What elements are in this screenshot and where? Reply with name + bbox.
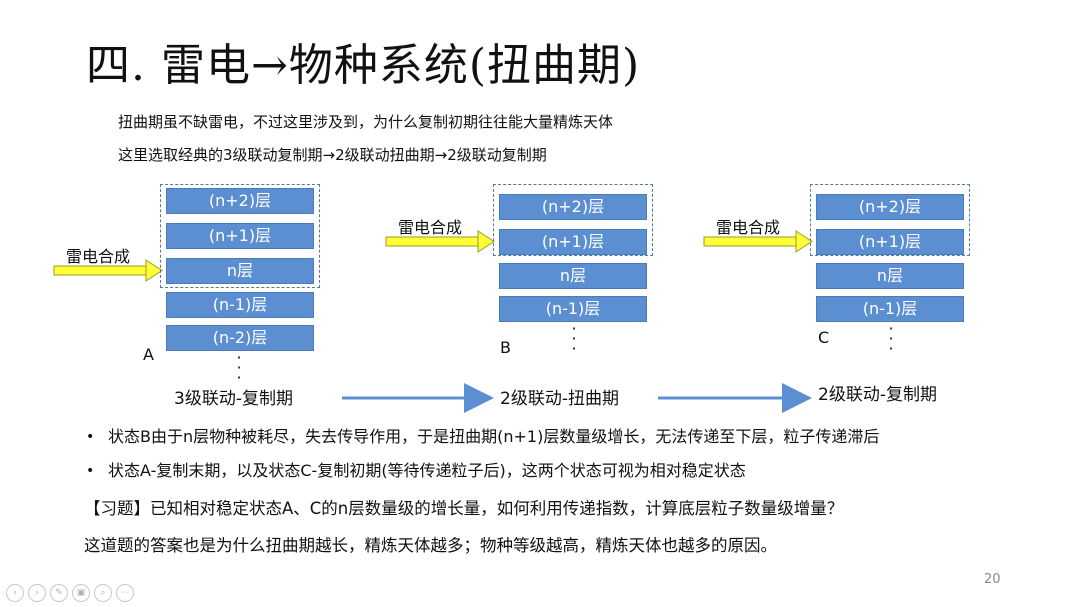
synth-label-b: 雷电合成	[398, 218, 463, 237]
dashed-group-c	[810, 184, 970, 256]
ellipsis-a: · · ·	[234, 348, 244, 387]
diagram-b-letter: B	[500, 338, 511, 357]
zoom-icon[interactable]: ⌕	[94, 584, 112, 602]
ellipsis-c: · · ·	[886, 319, 896, 358]
ellipsis-dot: ·	[571, 339, 577, 358]
diagram-c-letter: C	[818, 328, 830, 347]
ellipsis-b: · · ·	[569, 319, 579, 358]
ellipsis-dot: ·	[236, 368, 242, 387]
ellipsis-dot: ·	[571, 329, 577, 348]
page-title: 四. 雷电→物种系统(扭曲期)	[86, 40, 641, 91]
layer-a-n-minus-1: (n-1)层	[166, 292, 314, 318]
layer-b-n-plus-2: (n+2)层	[499, 194, 647, 220]
layer-a-n: n层	[166, 258, 314, 284]
ellipsis-dot: ·	[236, 348, 242, 367]
synth-arrow-c	[703, 230, 813, 253]
layer-a-n-plus-1: (n+1)层	[166, 223, 314, 249]
slides-icon[interactable]: ▣	[72, 584, 90, 602]
prev-icon[interactable]: ‹	[6, 584, 24, 602]
slide-toolbar: ‹ › ✎ ▣ ⌕ ⋯	[6, 584, 134, 602]
dashed-group-b	[493, 184, 653, 256]
more-icon[interactable]: ⋯	[116, 584, 134, 602]
layer-c-n-minus-1: (n-1)层	[816, 296, 964, 322]
layer-b-n-minus-1: (n-1)层	[499, 296, 647, 322]
bullet-text-1: 状态B由于n层物种被耗尽，失去传导作用，于是扭曲期(n+1)层数量级增长，无法传…	[108, 427, 880, 446]
layer-b-n: n层	[499, 263, 647, 289]
synth-label-c: 雷电合成	[716, 218, 781, 237]
phase-label-a: 3级联动-复制期	[174, 389, 293, 409]
phase-label-b: 2级联动-扭曲期	[500, 389, 619, 409]
phase-label-c: 2级联动-复制期	[818, 385, 937, 405]
ellipsis-dot: ·	[571, 319, 577, 338]
synth-arrow-a	[53, 259, 163, 282]
dashed-group-a	[160, 184, 320, 288]
synth-arrow-b	[385, 230, 495, 253]
layer-c-n-plus-1: (n+1)层	[816, 229, 964, 255]
bullet-marker: •	[86, 463, 95, 479]
page-number: 20	[984, 572, 1001, 587]
layer-a-n-plus-2: (n+2)层	[166, 188, 314, 214]
layer-c-n: n层	[816, 263, 964, 289]
synth-label-a: 雷电合成	[66, 247, 131, 266]
pen-icon[interactable]: ✎	[50, 584, 68, 602]
ellipsis-dot: ·	[236, 358, 242, 377]
intro-line-2: 这里选取经典的3级联动复制期→2级联动扭曲期→2级联动复制期	[118, 146, 547, 164]
next-icon[interactable]: ›	[28, 584, 46, 602]
layer-b-n-plus-1: (n+1)层	[499, 229, 647, 255]
bullet-text-2: 状态A-复制末期，以及状态C-复制初期(等待传递粒子后)，这两个状态可视为相对稳…	[108, 461, 746, 480]
ellipsis-dot: ·	[888, 339, 894, 358]
ellipsis-dot: ·	[888, 329, 894, 348]
layer-c-n-plus-2: (n+2)层	[816, 194, 964, 220]
bullet-marker: •	[86, 429, 95, 445]
intro-line-1: 扭曲期虽不缺雷电，不过这里涉及到，为什么复制初期往往能大量精炼天体	[118, 113, 614, 131]
ellipsis-dot: ·	[888, 319, 894, 338]
exercise-text: 【习题】已知相对稳定状态A、C的n层数量级的增长量，如何利用传递指数，计算底层粒…	[84, 499, 844, 518]
conclusion-text: 这道题的答案也是为什么扭曲期越长，精炼天体越多；物种等级越高，精炼天体也越多的原…	[84, 536, 777, 555]
layer-a-n-minus-2: (n-2)层	[166, 325, 314, 351]
diagram-a-letter: A	[143, 345, 154, 364]
